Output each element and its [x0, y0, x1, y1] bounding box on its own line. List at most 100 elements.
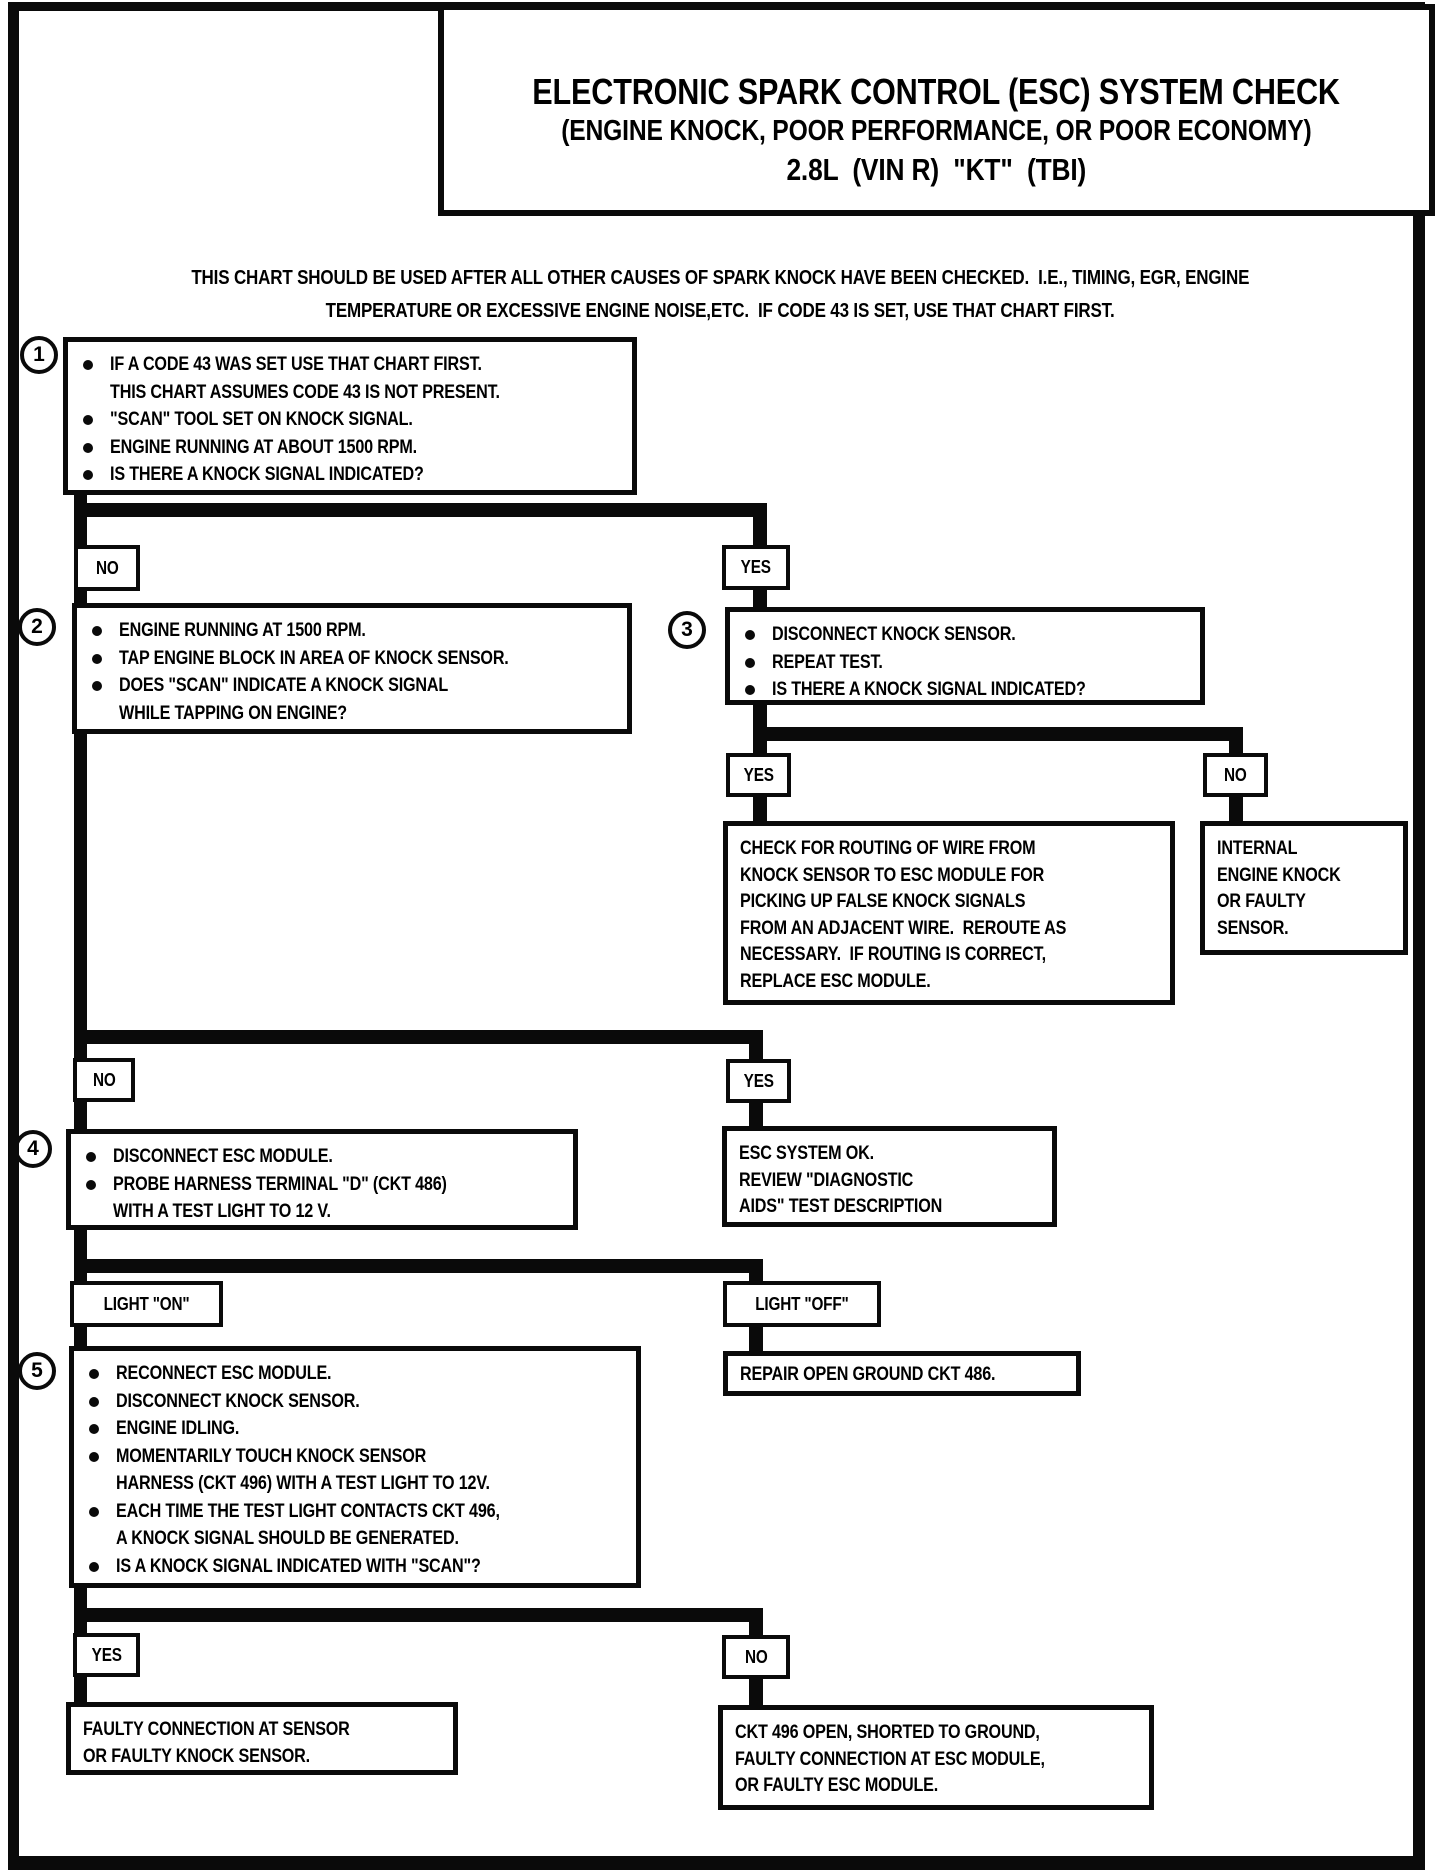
branch-label-level2-no: NO	[1203, 753, 1268, 797]
bullet-dot	[92, 626, 102, 636]
page-border-left	[8, 2, 19, 1870]
title-line-2: (ENGINE KNOCK, POOR PERFORMANCE, OR POOR…	[444, 113, 1429, 149]
connector-level3-yes-drop	[749, 1030, 763, 1060]
branch-label-level5-yes: YES	[73, 1633, 140, 1677]
bullet-text: REPEAT TEST.	[772, 651, 883, 673]
step-4-number: 4	[27, 1137, 39, 1160]
result-repair-open-ground-box: REPAIR OPEN GROUND CKT 486.	[723, 1351, 1081, 1396]
bullet-text: EACH TIME THE TEST LIGHT CONTACTS CKT 49…	[116, 1500, 500, 1550]
branch-label-text: NO	[744, 1646, 768, 1667]
bullet-dot	[86, 1179, 96, 1190]
bullet-text: IF A CODE 43 WAS SET USE THAT CHART FIRS…	[110, 354, 500, 403]
bullet-dot	[86, 1152, 96, 1162]
connector-lighton-to-step5	[74, 1325, 87, 1348]
result-esc-system-ok-box: ESC SYSTEM OK. REVIEW "DIAGNOSTIC AIDS" …	[722, 1126, 1057, 1227]
branch-label-text: LIGHT "ON"	[103, 1293, 190, 1314]
intro-text-2: TEMPERATURE OR EXCESSIVE ENGINE NOISE,ET…	[325, 300, 1115, 322]
bullet-dot	[745, 657, 755, 668]
bullet-dot	[89, 1451, 99, 1462]
bullet-dot	[89, 1506, 99, 1517]
title-line-3: 2.8L (VIN R) "KT" (TBI)	[444, 149, 1429, 190]
branch-label-level1-yes: YES	[722, 545, 790, 590]
branch-label-level2-yes: YES	[726, 753, 791, 797]
bullet-dot	[83, 442, 93, 453]
page-border-bottom	[8, 1856, 1425, 1870]
bullet-text: RECONNECT ESC MODULE.	[116, 1363, 332, 1384]
connector-no2-to-internal	[1229, 795, 1243, 821]
step-2-box: ENGINE RUNNING AT 1500 RPM. TAP ENGINE B…	[72, 603, 632, 734]
step-5-number-circle: 5	[18, 1352, 56, 1390]
bullet-text: DOES "SCAN" INDICATE A KNOCK SIGNAL WHIL…	[119, 675, 449, 724]
bullet-text: ENGINE RUNNING AT ABOUT 1500 RPM.	[110, 436, 417, 458]
branch-label-level5-no: NO	[722, 1635, 790, 1679]
connector-level5-no-drop	[749, 1608, 763, 1637]
title-text-3: 2.8L (VIN R) "KT" (TBI)	[786, 152, 1087, 187]
connector-level1-hbar	[74, 503, 767, 517]
branch-label-text: LIGHT "OFF"	[755, 1293, 849, 1314]
bullet-text: IS A KNOCK SIGNAL INDICATED WITH "SCAN"?	[116, 1555, 481, 1577]
result-text: CKT 496 OPEN, SHORTED TO GROUND, FAULTY …	[735, 1722, 1045, 1796]
connector-no3-to-step4	[74, 1100, 87, 1129]
step-3-box: DISCONNECT KNOCK SENSOR. REPEAT TEST. IS…	[725, 607, 1205, 705]
bullet-text: IS THERE A KNOCK SIGNAL INDICATED?	[110, 464, 424, 485]
bullet-item: IS THERE A KNOCK SIGNAL INDICATED?	[743, 676, 1196, 704]
page-border-right	[1413, 2, 1425, 1870]
step-2-number-circle: 2	[18, 608, 56, 646]
bullet-dot	[89, 1396, 99, 1407]
result-faulty-knock-sensor-box: FAULTY CONNECTION AT SENSOR OR FAULTY KN…	[66, 1702, 458, 1775]
bullet-text: "SCAN" TOOL SET ON KNOCK SIGNAL.	[110, 409, 413, 430]
connector-step1-down	[74, 490, 87, 547]
bullet-dot	[89, 1424, 99, 1434]
intro-text-1: THIS CHART SHOULD BE USED AFTER ALL OTHE…	[191, 267, 1249, 289]
connector-yes5-to-faulty	[74, 1675, 87, 1702]
bullet-item: IF A CODE 43 WAS SET USE THAT CHART FIRS…	[81, 351, 628, 406]
bullet-text: MOMENTARILY TOUCH KNOCK SENSOR HARNESS (…	[116, 1445, 490, 1495]
bullet-text: DISCONNECT KNOCK SENSOR.	[116, 1390, 360, 1412]
step-1-box: IF A CODE 43 WAS SET USE THAT CHART FIRS…	[63, 337, 637, 495]
result-text: ESC SYSTEM OK. REVIEW "DIAGNOSTIC AIDS" …	[739, 1143, 943, 1217]
bullet-dot	[89, 1561, 99, 1572]
step-4-number-circle: 4	[14, 1130, 52, 1168]
connector-level2-hbar	[753, 727, 1243, 741]
result-internal-engine-knock-box: INTERNAL ENGINE KNOCK OR FAULTY SENSOR.	[1200, 821, 1408, 955]
bullet-text: TAP ENGINE BLOCK IN AREA OF KNOCK SENSOR…	[119, 647, 509, 669]
connector-level1-yes-drop	[753, 503, 767, 547]
bullet-text: ENGINE IDLING.	[116, 1418, 240, 1439]
branch-label-text: YES	[91, 1644, 122, 1665]
step-1-number-circle: 1	[20, 336, 58, 374]
bullet-item: RECONNECT ESC MODULE.	[87, 1360, 632, 1388]
branch-label-level4-light-off: LIGHT "OFF"	[723, 1281, 881, 1327]
title-line-1: ELECTRONIC SPARK CONTROL (ESC) SYSTEM CH…	[444, 70, 1429, 113]
step-2-number: 2	[31, 615, 43, 638]
result-text: CHECK FOR ROUTING OF WIRE FROM KNOCK SEN…	[740, 838, 1067, 992]
bullet-item: IS A KNOCK SIGNAL INDICATED WITH "SCAN"?	[87, 1553, 632, 1581]
connector-level2-no-drop	[1229, 727, 1243, 755]
connector-step4-down	[74, 1226, 87, 1283]
branch-label-text: NO	[1224, 764, 1247, 785]
connector-yes3-to-escok	[749, 1101, 763, 1126]
branch-label-text: YES	[743, 1070, 774, 1091]
bullet-item: ENGINE RUNNING AT 1500 RPM.	[90, 617, 623, 645]
bullet-item: TAP ENGINE BLOCK IN AREA OF KNOCK SENSOR…	[90, 645, 623, 673]
branch-label-level3-yes: YES	[726, 1059, 791, 1103]
bullet-item: ENGINE RUNNING AT ABOUT 1500 RPM.	[81, 434, 628, 462]
connector-yes1-to-step3	[753, 588, 767, 609]
result-text: INTERNAL ENGINE KNOCK OR FAULTY SENSOR.	[1217, 838, 1341, 939]
result-check-wire-routing-box: CHECK FOR ROUTING OF WIRE FROM KNOCK SEN…	[723, 821, 1175, 1005]
bullet-item: DISCONNECT KNOCK SENSOR.	[743, 621, 1196, 649]
title-box: ELECTRONIC SPARK CONTROL (ESC) SYSTEM CH…	[438, 4, 1435, 216]
branch-label-text: YES	[743, 764, 774, 785]
bullet-item: MOMENTARILY TOUCH KNOCK SENSOR HARNESS (…	[87, 1443, 632, 1498]
bullet-dot	[83, 415, 93, 425]
intro-line-1: THIS CHART SHOULD BE USED AFTER ALL OTHE…	[30, 262, 1410, 295]
branch-label-level4-light-on: LIGHT "ON"	[70, 1281, 223, 1327]
bullet-item: ENGINE IDLING.	[87, 1415, 632, 1443]
connector-yes2-to-check	[753, 795, 767, 821]
branch-label-level3-no: NO	[73, 1058, 135, 1102]
step-3-number-circle: 3	[668, 611, 706, 649]
connector-level4-off-drop	[749, 1259, 763, 1283]
bullet-text: IS THERE A KNOCK SIGNAL INDICATED?	[772, 679, 1086, 700]
connector-lightoff-to-repair	[749, 1325, 763, 1351]
step-3-number: 3	[681, 618, 693, 641]
